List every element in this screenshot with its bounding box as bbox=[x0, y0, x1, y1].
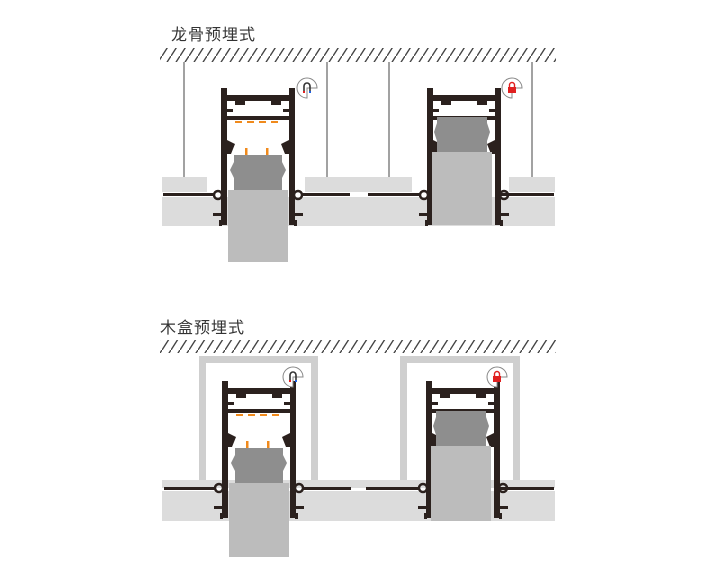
light-module-body bbox=[432, 152, 492, 225]
ceiling-hatch bbox=[160, 48, 556, 62]
keel-lines bbox=[164, 487, 554, 490]
wood-box-section bbox=[160, 340, 556, 557]
light-module-head bbox=[433, 411, 489, 446]
magnet-icon bbox=[296, 77, 318, 99]
ceiling-hatch bbox=[160, 340, 556, 353]
light-module-body bbox=[228, 190, 288, 262]
light-module-body bbox=[431, 446, 491, 521]
keel-lines bbox=[163, 193, 554, 196]
light-module-body bbox=[229, 483, 289, 557]
hanging-rods bbox=[183, 62, 533, 178]
light-module-head bbox=[434, 117, 490, 152]
section-title-wood-box: 木盒预埋式 bbox=[160, 318, 246, 337]
light-module-head bbox=[231, 448, 287, 483]
section-title-keel: 龙骨预埋式 bbox=[171, 25, 257, 44]
magnet-icon bbox=[282, 366, 304, 388]
keel-section bbox=[160, 48, 556, 262]
light-module-head bbox=[230, 155, 286, 190]
upper-panels bbox=[162, 177, 555, 192]
ceiling-board-top bbox=[162, 480, 555, 488]
led-pins bbox=[245, 148, 269, 155]
lock-icon bbox=[501, 77, 523, 99]
led-pins bbox=[246, 441, 270, 448]
lock-icon bbox=[486, 366, 508, 388]
